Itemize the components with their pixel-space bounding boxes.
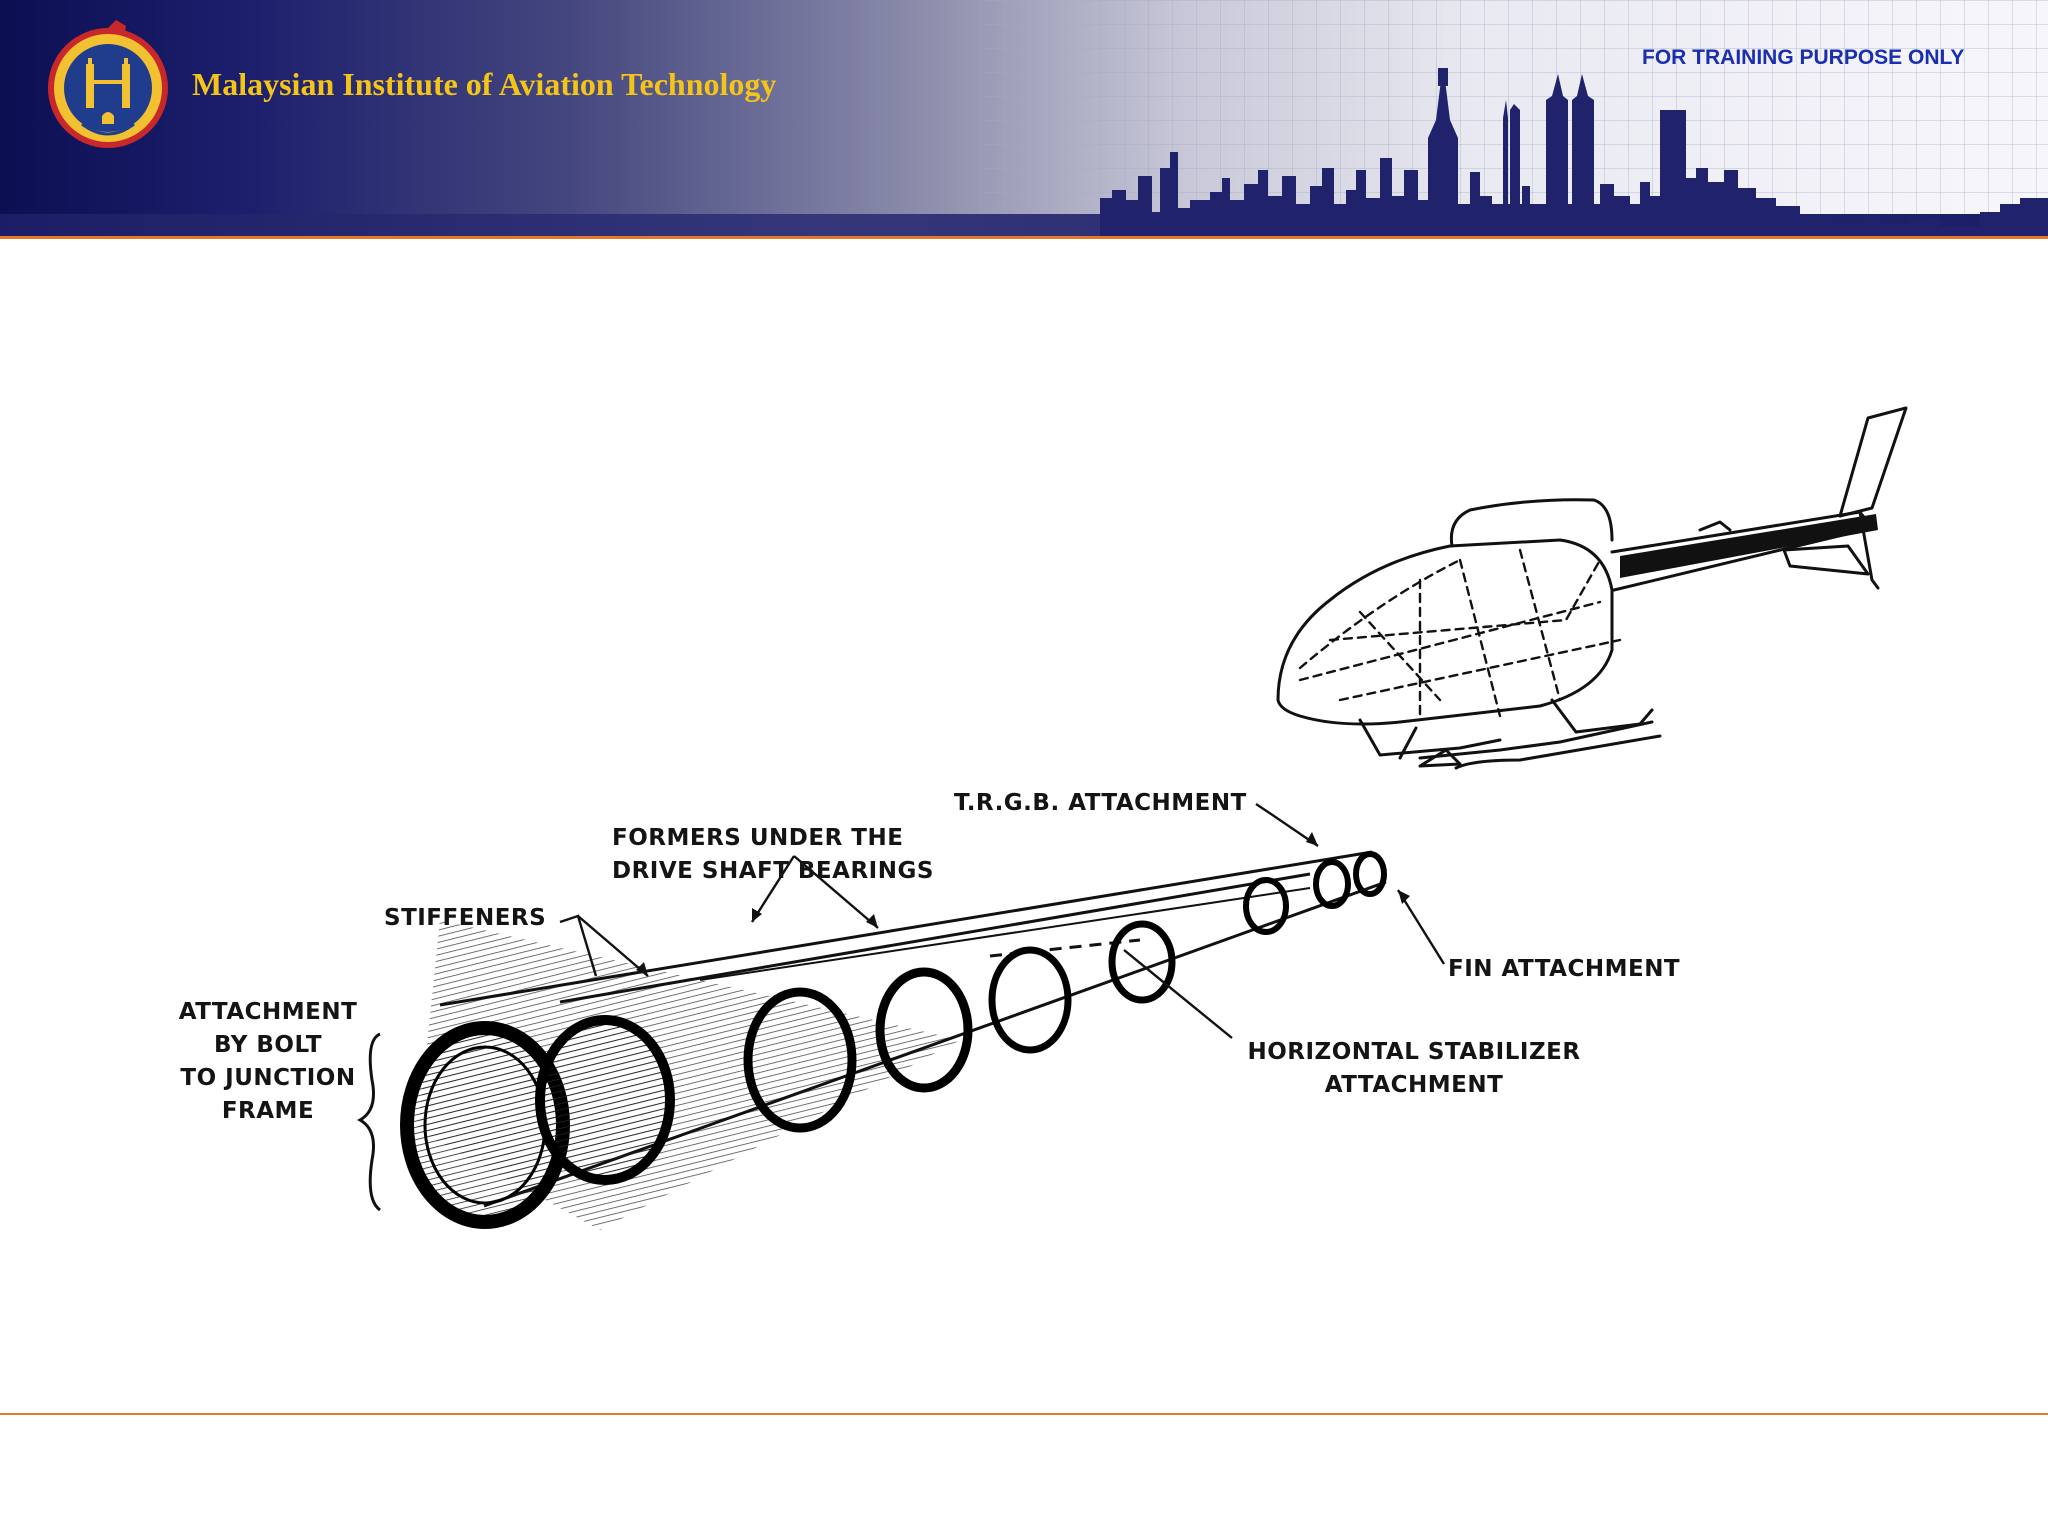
tail-boom-structure <box>356 803 1446 1230</box>
university-seal-icon <box>48 20 168 148</box>
label-attachment-by-bolt: ATTACHMENT BY BOLT TO JUNCTION FRAME <box>166 996 370 1128</box>
label-trgb-attachment: T.R.G.B. ATTACHMENT <box>954 790 1247 816</box>
label-line: BY BOLT <box>213 1032 323 1058</box>
frame-ring <box>535 1015 675 1185</box>
label-line: DRIVE SHAFT BEARINGS <box>612 858 934 884</box>
label-line: FRAME <box>221 1098 315 1124</box>
label-horizontal-stabilizer: HORIZONTAL STABILIZER ATTACHMENT <box>1244 1036 1584 1102</box>
header-divider <box>0 236 2048 239</box>
footer-divider <box>0 1413 2048 1415</box>
city-skyline-icon <box>1100 68 2048 238</box>
frame-ring <box>875 967 973 1093</box>
frame-ring <box>988 946 1072 1054</box>
label-line: HORIZONTAL STABILIZER <box>1247 1039 1581 1065</box>
institute-title: Malaysian Institute of Aviation Technolo… <box>192 66 777 102</box>
training-purpose-note: FOR TRAINING PURPOSE ONLY <box>1642 46 1965 69</box>
label-line: TO JUNCTION <box>180 1065 356 1091</box>
label-fin-attachment: FIN ATTACHMENT <box>1448 956 1681 982</box>
tail-boom-diagram <box>356 406 1908 1230</box>
frame-ring <box>743 987 857 1133</box>
label-line: ATTACHMENT <box>1324 1072 1504 1098</box>
frame-ring <box>1243 877 1289 935</box>
label-stiffeners: STIFFENERS <box>384 905 547 931</box>
frame-ring <box>1313 859 1351 909</box>
header-banner: Malaysian Institute of Aviation Technolo… <box>0 0 2048 238</box>
label-formers: FORMERS UNDER THE DRIVE SHAFT BEARINGS <box>612 822 934 888</box>
label-line: ATTACHMENT <box>178 999 358 1025</box>
brace-mark <box>356 1032 381 1212</box>
label-line: FORMERS UNDER THE <box>612 825 904 851</box>
helicopter-illustration <box>1276 406 1908 770</box>
frame-ring <box>1353 851 1387 897</box>
frame-ring <box>1108 920 1176 1004</box>
